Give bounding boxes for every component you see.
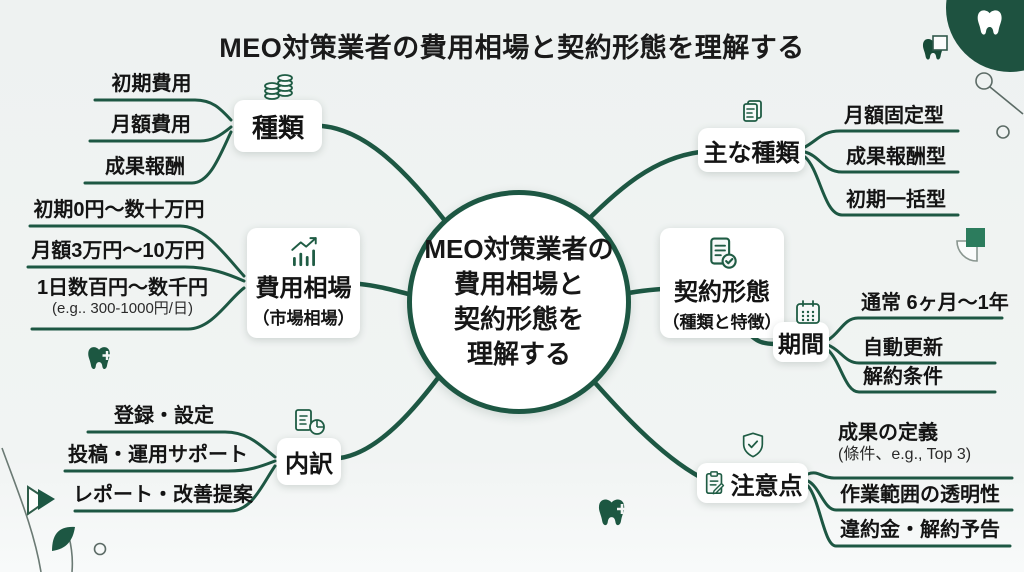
tooth-icon xyxy=(88,347,112,370)
square-icon xyxy=(966,228,985,247)
node-sublabel: （種類と特徴） xyxy=(662,313,782,332)
dots-link-icon xyxy=(975,72,1024,139)
leaf-item: 初期0円〜数十万円 xyxy=(33,199,205,221)
leaf-item: 月額費用 xyxy=(111,114,191,136)
leaf-item: 自動更新 xyxy=(863,337,943,359)
tooth-icon xyxy=(598,499,627,526)
node-label: 内訳 xyxy=(285,451,333,478)
central-topic-line: 理解する xyxy=(466,338,571,369)
doc-pie-icon xyxy=(295,409,325,435)
circle-dot-icon xyxy=(93,542,107,556)
node-label: 期間 xyxy=(778,331,824,357)
leaf-sublabel: (條件、e.g., Top 3) xyxy=(838,446,972,463)
shield-check-icon xyxy=(742,432,763,458)
page-title: MEO対策業者の費用相場と契約形態を理解する xyxy=(219,33,805,63)
leaf-item: 1日数百円〜数千円 (e.g.. 300-1000円/日) xyxy=(30,276,215,319)
leaf-item: 登録・設定 xyxy=(114,405,214,427)
leaf-label: 1日数百円〜数千円 xyxy=(36,277,209,299)
node-cost-range: 費用相場 （市場相場） xyxy=(247,228,360,338)
pages-icon xyxy=(742,100,762,122)
leaf-item: 初期費用 xyxy=(111,73,192,95)
square-icon xyxy=(932,35,948,51)
node-period: 期間 xyxy=(773,300,829,362)
leaf-item: 成果報酬型 xyxy=(846,146,946,168)
node-label: 主な種類 xyxy=(703,139,800,167)
node-types: 種類 xyxy=(234,74,322,152)
node-label: 種類 xyxy=(251,112,304,143)
node-contract-form: 契約形態 （種類と特徴） xyxy=(660,228,784,338)
fin-shape xyxy=(52,526,75,551)
leaf-item: 成果の定義 (條件、e.g., Top 3) xyxy=(832,421,1023,465)
node-sublabel: （市場相場） xyxy=(252,309,355,328)
arc-icon xyxy=(1,447,42,572)
node-label: 契約形態 xyxy=(674,279,770,306)
central-topic-line: 費用相場と xyxy=(453,269,584,300)
node-label: 注意点 xyxy=(730,472,803,500)
arc-icon xyxy=(68,536,74,572)
node-breakdown: 内訳 xyxy=(277,409,341,485)
triangle-icon xyxy=(38,489,55,510)
central-topic-line: 契約形態を xyxy=(453,304,584,334)
leaf-item: 通常 6ヶ月〜1年 xyxy=(861,292,1009,314)
corner-circle xyxy=(946,0,1024,72)
calendar-icon xyxy=(795,300,820,324)
leaf-item: 作業範囲の透明性 xyxy=(840,484,1000,506)
coins-icon xyxy=(264,74,293,100)
node-label: 費用相場 xyxy=(255,275,352,302)
leaf-item: 投稿・運用サポート xyxy=(68,444,248,466)
leaf-label: 成果の定義 xyxy=(838,422,938,444)
clipboard-pen-icon xyxy=(705,471,724,495)
central-topic-line: MEO対策業者の xyxy=(424,234,614,265)
leaf-item: 初期一括型 xyxy=(846,189,946,211)
leaf-connectors xyxy=(26,98,1014,548)
leaf-item: 解約条件 xyxy=(863,366,943,388)
leaf-item: 月額固定型 xyxy=(844,105,944,127)
doc-check-icon xyxy=(710,237,737,269)
leaf-item: 成果報酬 xyxy=(105,156,185,178)
leaf-sublabel: (e.g.. 300-1000円/日) xyxy=(52,300,193,317)
central-topic: MEO対策業者の 費用相場と 契約形態を 理解する xyxy=(407,190,631,414)
node-main-types: 主な種類 xyxy=(698,100,805,172)
node-cautions: 注意点 xyxy=(697,432,808,503)
bar-chart-icon xyxy=(290,237,317,267)
leaf-item: 違約金・解約予告 xyxy=(840,519,1000,541)
leaf-item: 月額3万円〜10万円 xyxy=(31,240,205,262)
leaf-item: レポート・改善提案 xyxy=(73,484,253,506)
